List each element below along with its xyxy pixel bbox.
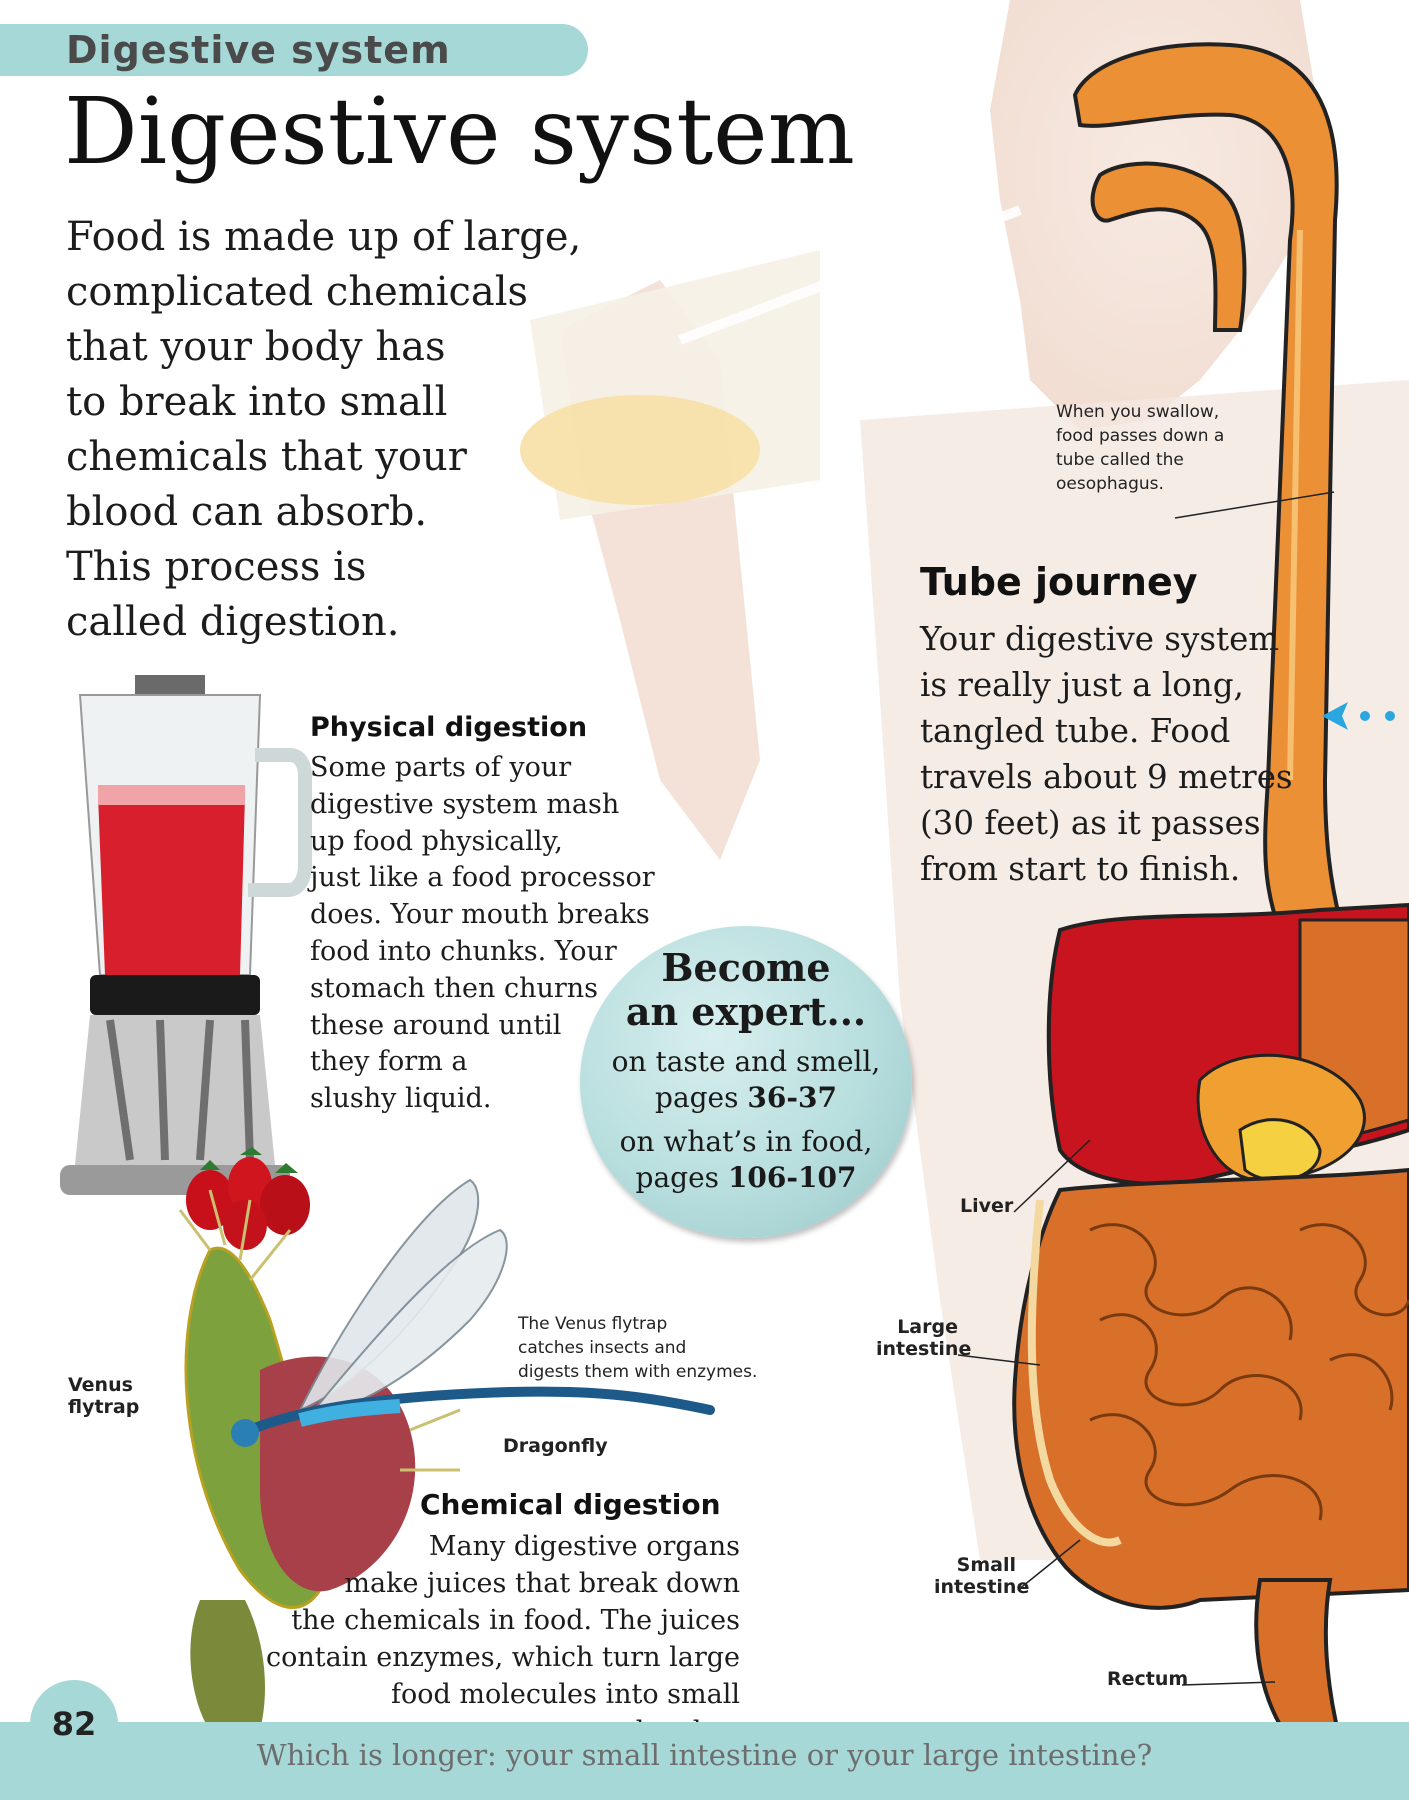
intro-line: to break into small [66, 379, 448, 425]
tube-line: travels about 9 metres [920, 758, 1293, 796]
tube-journey-heading: Tube journey [920, 560, 1198, 604]
footer-bar: Which is longer: your small intestine or… [0, 1722, 1409, 1800]
chemical-line: Many digestive organs [428, 1531, 740, 1562]
intro-line: that your body has [66, 324, 446, 370]
venus-flytrap-label: Venus flytrap [68, 1374, 139, 1418]
page-number: 82 [30, 1680, 118, 1768]
chemical-line: make juices that break down [344, 1568, 740, 1599]
label-line: flytrap [68, 1396, 140, 1418]
dragonfly-label: Dragonfly [503, 1435, 608, 1457]
tube-line: (30 feet) as it passes [920, 804, 1261, 842]
intro-line: This process is [66, 544, 367, 590]
expert-ref-pages[interactable]: pages 106-107 [580, 1160, 912, 1196]
physical-line: just like a food processor [310, 862, 655, 894]
intro-line: blood can absorb. [66, 489, 428, 535]
section-tab: Digestive system [0, 24, 588, 76]
pages-number: 36-37 [747, 1081, 837, 1114]
physical-line: Some parts of your [310, 752, 572, 783]
tube-line: is really just a long, [920, 666, 1244, 704]
chemical-line: contain enzymes, which turn large [265, 1642, 740, 1673]
tube-journey-text: Your digestive system is really just a l… [920, 616, 1320, 892]
physical-line: they form a [310, 1046, 468, 1078]
physical-digestion-heading: Physical digestion [310, 712, 588, 743]
caption-line: digests them with enzymes. [518, 1362, 758, 1382]
expert-heading-line: an expert... [625, 989, 867, 1034]
intro-line: called digestion. [66, 599, 400, 645]
pages-number: 106-107 [727, 1161, 857, 1194]
caption-line: The Venus flytrap [518, 1314, 668, 1334]
label-line: intestine [934, 1576, 1030, 1598]
rectum-label: Rectum [1107, 1668, 1189, 1690]
physical-line: up food physically, [310, 825, 563, 857]
become-an-expert-bubble: Become an expert... on taste and smell, … [580, 926, 912, 1238]
chemical-digestion-heading: Chemical digestion [420, 1488, 721, 1521]
physical-line: digestive system mash [310, 788, 620, 820]
expert-ref-topic: on taste and smell, [611, 1045, 881, 1078]
physical-digestion-text: Some parts of your digestive system mash… [310, 750, 670, 1118]
physical-line: does. Your mouth breaks [310, 899, 650, 931]
tube-line: Your digestive system [920, 620, 1280, 658]
tube-line: from start to finish. [920, 850, 1241, 888]
expert-ref-pages[interactable]: pages 36-37 [580, 1080, 912, 1116]
expert-heading-line: Become [661, 945, 831, 990]
small-intestine-label: Small intestine [934, 1554, 1030, 1598]
physical-line: these around until [310, 1009, 562, 1041]
pages-prefix: pages [655, 1081, 748, 1114]
label-line: Small [956, 1554, 1016, 1576]
caption-line: catches insects and [518, 1338, 687, 1358]
footer-question: Which is longer: your small intestine or… [256, 1738, 1153, 1772]
chemical-digestion-text: Many digestive organs make juices that b… [240, 1528, 740, 1750]
pages-prefix: pages [635, 1161, 728, 1194]
oesophagus-caption: When you swallow, food passes down a tub… [1056, 400, 1256, 496]
flytrap-dragonfly-image [178, 1178, 715, 1730]
physical-line: food into chunks. Your [310, 935, 617, 967]
blender-image [60, 675, 312, 1195]
intro-line: chemicals that your [66, 434, 467, 480]
label-line: Large [897, 1316, 958, 1338]
caption-line: oesophagus. [1056, 474, 1164, 494]
intro-line: Food is made up of large, [66, 214, 582, 260]
page-title: Digestive system [64, 78, 855, 185]
chemical-line: the chemicals in food. The juices [291, 1605, 740, 1636]
large-intestine-label: Large intestine [876, 1316, 972, 1360]
expert-ref-topic: on what’s in food, [619, 1125, 873, 1158]
tube-line: tangled tube. Food [920, 712, 1231, 750]
arrow-left-icon[interactable] [1320, 698, 1409, 734]
caption-line: tube called the [1056, 450, 1184, 470]
intro-line: complicated chemicals [66, 269, 529, 315]
physical-line: stomach then churns [310, 972, 598, 1004]
expert-heading: Become an expert... [580, 946, 912, 1034]
caption-line: food passes down a [1056, 426, 1225, 446]
intro-paragraph: Food is made up of large, complicated ch… [66, 210, 626, 650]
label-line: intestine [876, 1338, 972, 1360]
label-line: Venus [68, 1374, 133, 1396]
physical-line: slushy liquid. [310, 1083, 492, 1115]
caption-line: When you swallow, [1056, 402, 1220, 422]
section-tab-label: Digestive system [66, 28, 451, 72]
liver-label: Liver [960, 1195, 1014, 1217]
flytrap-caption: The Venus flytrap catches insects and di… [518, 1312, 778, 1384]
